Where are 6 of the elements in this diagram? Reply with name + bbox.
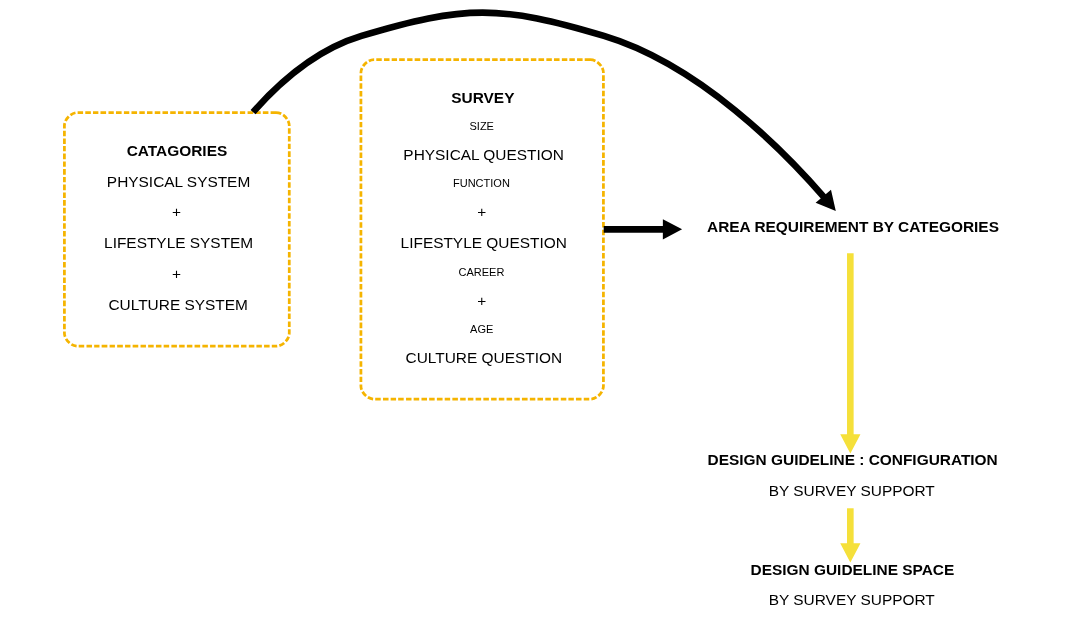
arrow bbox=[250, 9, 836, 211]
node-box: CATAGORIES PHYSICAL SYSTEM + LIFESTYLE SYSTEM + CULTURE SYSTEM bbox=[62, 111, 291, 348]
node-text: DESIGN GUIDELINE SPACE BY SURVEY SUPPORT bbox=[750, 560, 954, 609]
node-box: SURVEY SIZE PHYSICAL QUESTION FUNCTION + LIFESTYLE QUESTION CAREER + AGE CULTURE QUESTION bbox=[359, 58, 605, 401]
node-text: DESIGN GUIDELINE : CONFIGURATION BY SURVEY SUPPORT bbox=[707, 451, 998, 500]
node-text: AREA REQUIREMENT BY CATEGORIES bbox=[706, 218, 999, 236]
